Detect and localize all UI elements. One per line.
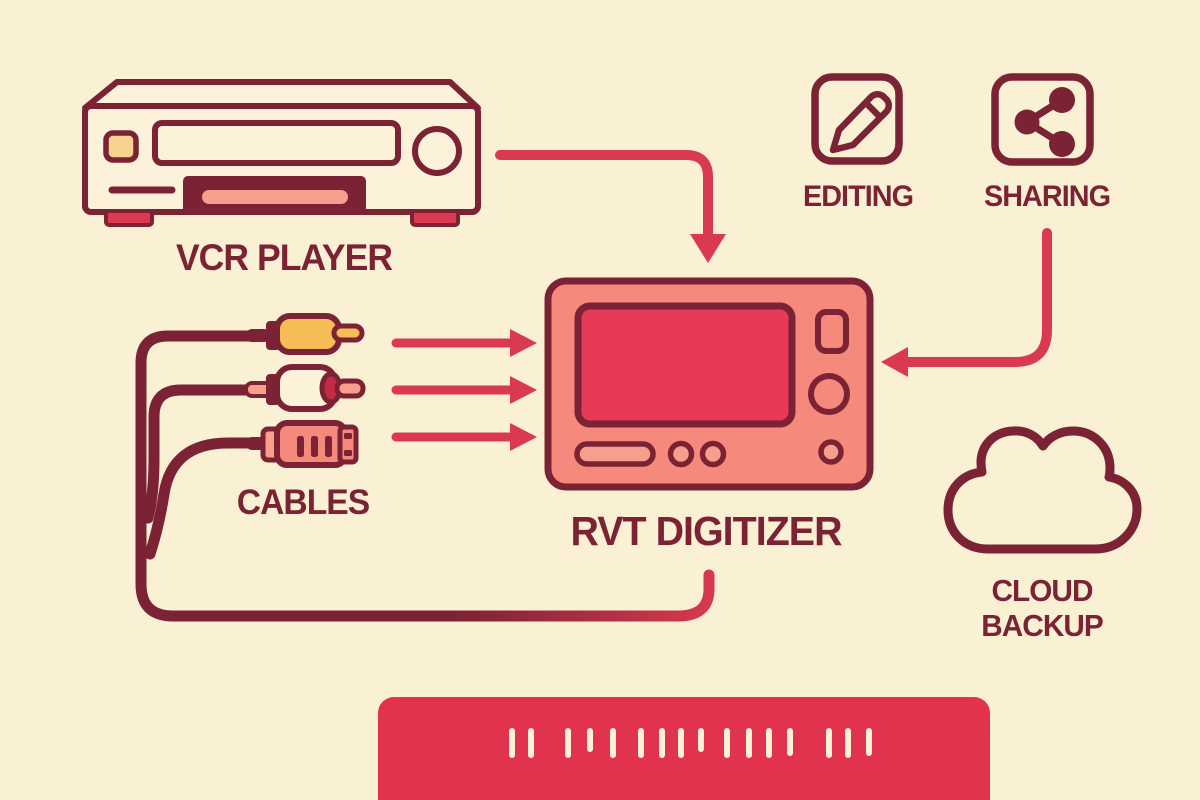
rvt-digitizer-label: RVT DIGITIZER (570, 508, 842, 554)
timeline-tick (587, 728, 593, 752)
vcr-button (103, 130, 139, 163)
timeline-tick (826, 728, 832, 758)
timeline-tick (698, 728, 704, 752)
cable-arrow-2 (391, 376, 537, 404)
share-network-icon (991, 73, 1094, 166)
cable-loop-to-digitizer (135, 330, 715, 622)
digitizer-screen (574, 302, 796, 428)
vcr-player-label: VCR PLAYER (175, 237, 393, 278)
timeline-tick (638, 728, 644, 758)
cables-label: CABLES (236, 483, 370, 522)
timeline-tick (787, 728, 793, 756)
timeline-tick (766, 728, 772, 758)
vcr-knob (412, 126, 462, 176)
sharing-label: SHARING (983, 180, 1111, 213)
rca-cable-white-icon (244, 364, 366, 412)
timeline-tick (565, 728, 571, 758)
vcr-player-icon (82, 79, 481, 227)
digitizer-knob (808, 373, 850, 415)
digitizer-led (818, 439, 844, 465)
vcr-foot-left (104, 209, 154, 227)
pencil-edit-icon (811, 73, 903, 165)
cloud-icon (943, 426, 1142, 554)
timeline-tick (610, 728, 616, 758)
cloud-backup-label-line2: BACKUP (981, 608, 1104, 643)
vcr-foot-right (410, 209, 460, 227)
rca-cable-yellow-icon (246, 313, 365, 355)
editing-label: EDITING (802, 180, 914, 213)
vcr-display-slot (152, 120, 401, 166)
digitizer-button (815, 309, 849, 354)
timeline-tick (866, 728, 872, 756)
timeline-tick (528, 728, 534, 758)
cloud-backup-label: CLOUD BACKUP (981, 573, 1104, 643)
av-plug-salmon-icon (246, 420, 359, 468)
timeline-tick (678, 728, 684, 758)
timeline-tick (746, 728, 752, 758)
cable-arrow-1 (391, 329, 537, 357)
timeline-tick (724, 728, 730, 758)
timeline-tick (845, 728, 851, 758)
sharing-to-digitizer-arrow (881, 228, 1052, 377)
vcr-to-digitizer-arrow (495, 150, 726, 263)
timeline-tick (659, 728, 665, 758)
timeline-tick (509, 728, 515, 758)
timeline-strip-icon (378, 697, 990, 800)
digitizer-device-icon (544, 277, 874, 491)
cloud-backup-label-line1: CLOUD (991, 573, 1093, 608)
cable-arrow-3 (391, 423, 537, 451)
